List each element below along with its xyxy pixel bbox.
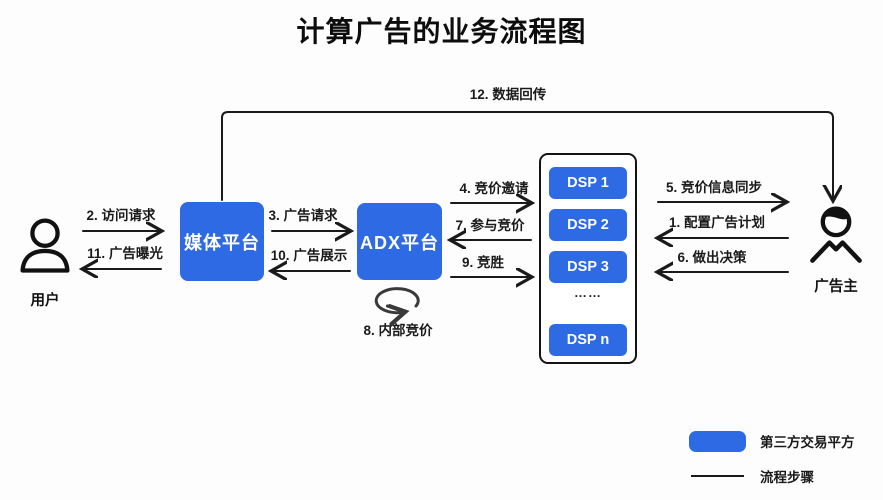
flow-11-label: 11. 广告曝光 xyxy=(87,246,163,261)
advertiser-actor: 广告主 xyxy=(802,204,870,296)
dsp-box-1: DSP 1 xyxy=(549,167,627,199)
advertiser-icon xyxy=(810,206,862,263)
legend-steps-label: 流程步骤 xyxy=(760,470,814,485)
flow-12-label: 12. 数据回传 xyxy=(469,87,547,102)
flow-10-label: 10. 广告展示 xyxy=(270,248,348,263)
flow-2-label: 2. 访问请求 xyxy=(86,208,156,223)
legend-exchange-label: 第三方交易平方 xyxy=(760,435,855,450)
user-actor: 用户 xyxy=(12,216,78,310)
diagram-title: 计算广告的业务流程图 xyxy=(296,16,587,47)
dsp-box-n: DSP n xyxy=(549,324,627,356)
dsp-box-2: DSP 2 xyxy=(549,209,627,241)
user-icon xyxy=(20,218,70,273)
adx-platform-box: ADX平台 xyxy=(357,203,442,280)
legend-row-steps: 流程步骤 xyxy=(689,465,855,487)
media-platform-box: 媒体平台 xyxy=(180,202,264,281)
flow-4-label: 4. 竞价邀请 xyxy=(459,181,529,196)
flow-5-label: 5. 竞价信息同步 xyxy=(665,180,763,195)
legend-blue-box-swatch xyxy=(689,430,746,452)
flow-3-label: 3. 广告请求 xyxy=(268,208,338,223)
internal-auction-loop-icon xyxy=(374,287,420,313)
legend-row-exchange: 第三方交易平方 xyxy=(689,430,855,452)
dsp-ellipsis: …… xyxy=(574,285,602,300)
dsp-box-3: DSP 3 xyxy=(549,251,627,283)
advertiser-label: 广告主 xyxy=(814,279,858,295)
flow-6-label: 6. 做出决策 xyxy=(677,250,747,265)
flow-7-label: 7. 参与竞价 xyxy=(455,218,525,233)
dsp-exchange-container: DSP 1 DSP 2 DSP 3 …… DSP n xyxy=(539,153,637,364)
legend-line-swatch xyxy=(691,475,744,477)
legend: 第三方交易平方 流程步骤 xyxy=(689,430,855,500)
flow-9-label: 9. 竞胜 xyxy=(461,255,505,270)
user-label: 用户 xyxy=(30,293,60,309)
flow-1-label: 1. 配置广告计划 xyxy=(668,215,766,230)
flow-8-label: 8. 内部竞价 xyxy=(363,323,433,338)
